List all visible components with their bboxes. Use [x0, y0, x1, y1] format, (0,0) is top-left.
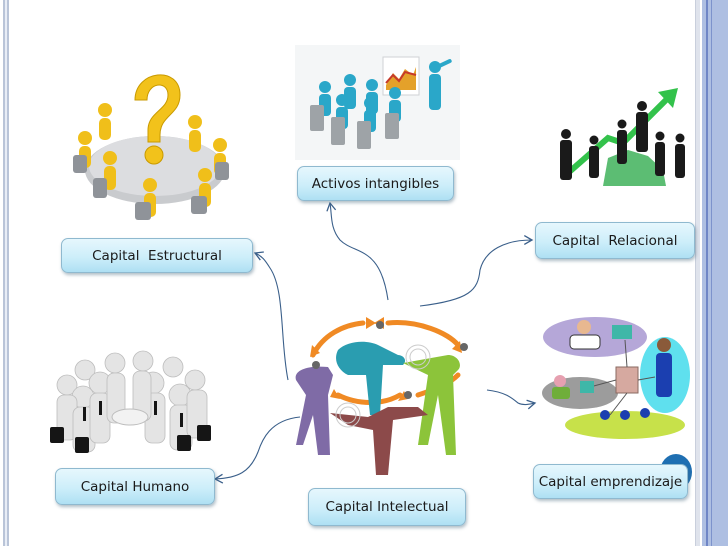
slide-frame-line: [706, 0, 708, 546]
connector-to-humano: [213, 416, 301, 484]
networked-office-workers-illustration: [542, 317, 690, 439]
people-around-table-question-mark-illustration: [73, 74, 229, 220]
presentation-audience-chart-illustration: [295, 45, 460, 160]
slide-frame-line: [711, 0, 712, 546]
businesspeople-growth-arrow-illustration: [560, 88, 685, 186]
connector-to-activos: [326, 201, 389, 301]
connector-to-emprendizaje: [486, 389, 537, 410]
node-capital-emprendizaje: Capital emprendizaje: [533, 464, 688, 499]
node-capital-relacional: Capital Relacional: [535, 222, 695, 259]
connector-to-estructural: [253, 251, 289, 381]
node-capital-estructural: Capital Estructural: [61, 238, 253, 273]
colored-figures-circle-exchange-illustration: [295, 317, 468, 475]
node-capital-intelectual: Capital Intelectual: [308, 488, 466, 526]
slide-frame-left: [3, 0, 9, 546]
node-activos-intangibles: Activos intangibles: [297, 166, 454, 201]
node-capital-humano: Capital Humano: [55, 468, 215, 505]
team-hands-together-illustration: [50, 350, 211, 453]
connector-to-relacional: [419, 235, 534, 307]
slide-frame-divider: [695, 0, 700, 546]
